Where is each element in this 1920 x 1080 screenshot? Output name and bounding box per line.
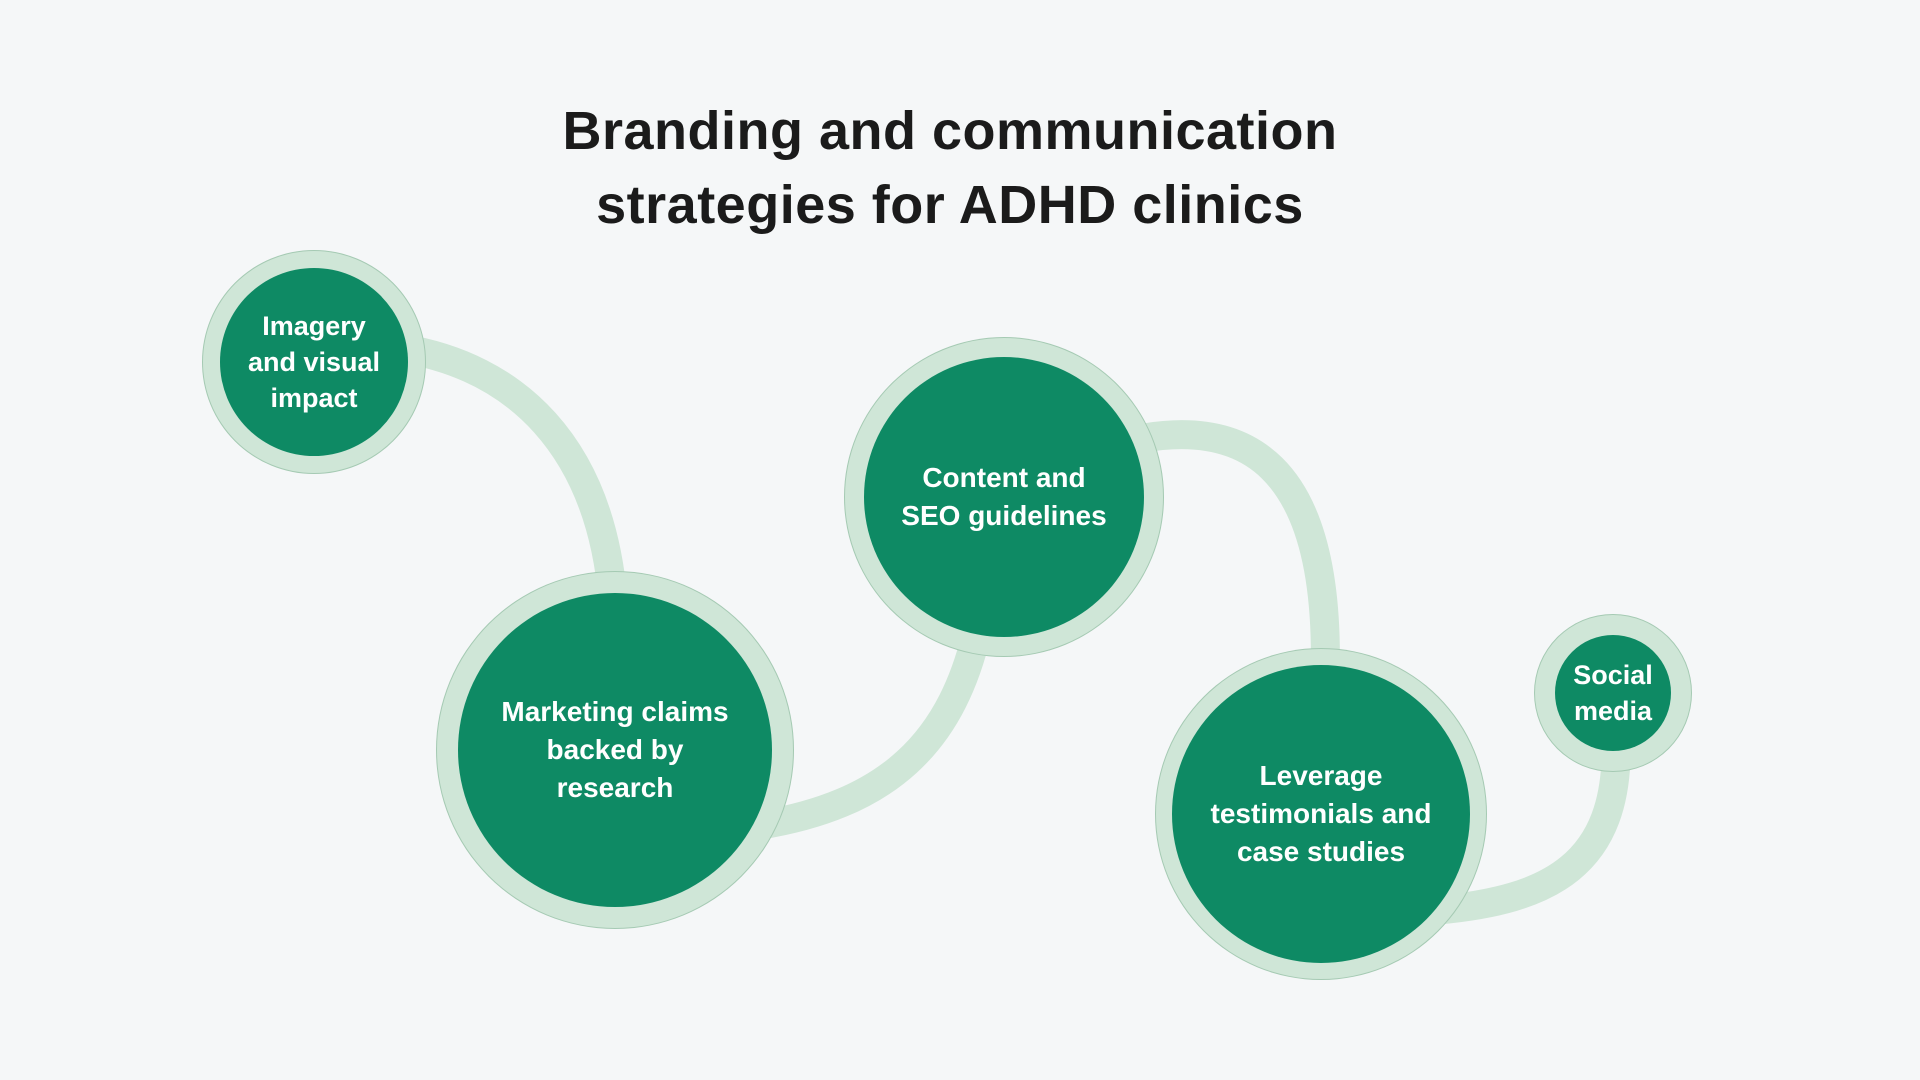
node-label: Content and SEO guidelines — [901, 462, 1107, 531]
node-label: Leverage testimonials and case studies — [1210, 760, 1432, 867]
node-label: Marketing claims backed by research — [501, 696, 729, 803]
node-label: Social media — [1573, 660, 1653, 726]
page-title: Branding and communication strategies fo… — [0, 94, 1900, 242]
node-marketing-claims-backed-research: Marketing claims backed by research — [436, 571, 794, 929]
node-social-media: Social media — [1534, 614, 1692, 772]
node-imagery-circle: Imagery and visual impact — [220, 268, 408, 456]
connector-imagery-to-marketing — [397, 333, 628, 602]
node-leverage-testimonials-case-studies: Leverage testimonials and case studies — [1155, 648, 1487, 980]
node-content-circle: Content and SEO guidelines — [864, 357, 1144, 637]
node-label: Imagery and visual impact — [247, 311, 381, 413]
node-social-circle: Social media — [1555, 635, 1671, 751]
node-leverage-circle: Leverage testimonials and case studies — [1172, 665, 1470, 963]
page-title-line-1: Branding and communication — [562, 101, 1338, 161]
connector-content-to-leverage — [1116, 420, 1340, 681]
page-title-line-2: strategies for ADHD clinics — [596, 175, 1304, 235]
connector-leverage-to-social — [1436, 739, 1631, 925]
node-imagery-and-visual-impact: Imagery and visual impact — [202, 250, 426, 474]
node-marketing-circle: Marketing claims backed by research — [458, 593, 772, 907]
node-content-and-seo-guidelines: Content and SEO guidelines — [844, 337, 1164, 657]
connector-marketing-to-content — [752, 615, 995, 841]
